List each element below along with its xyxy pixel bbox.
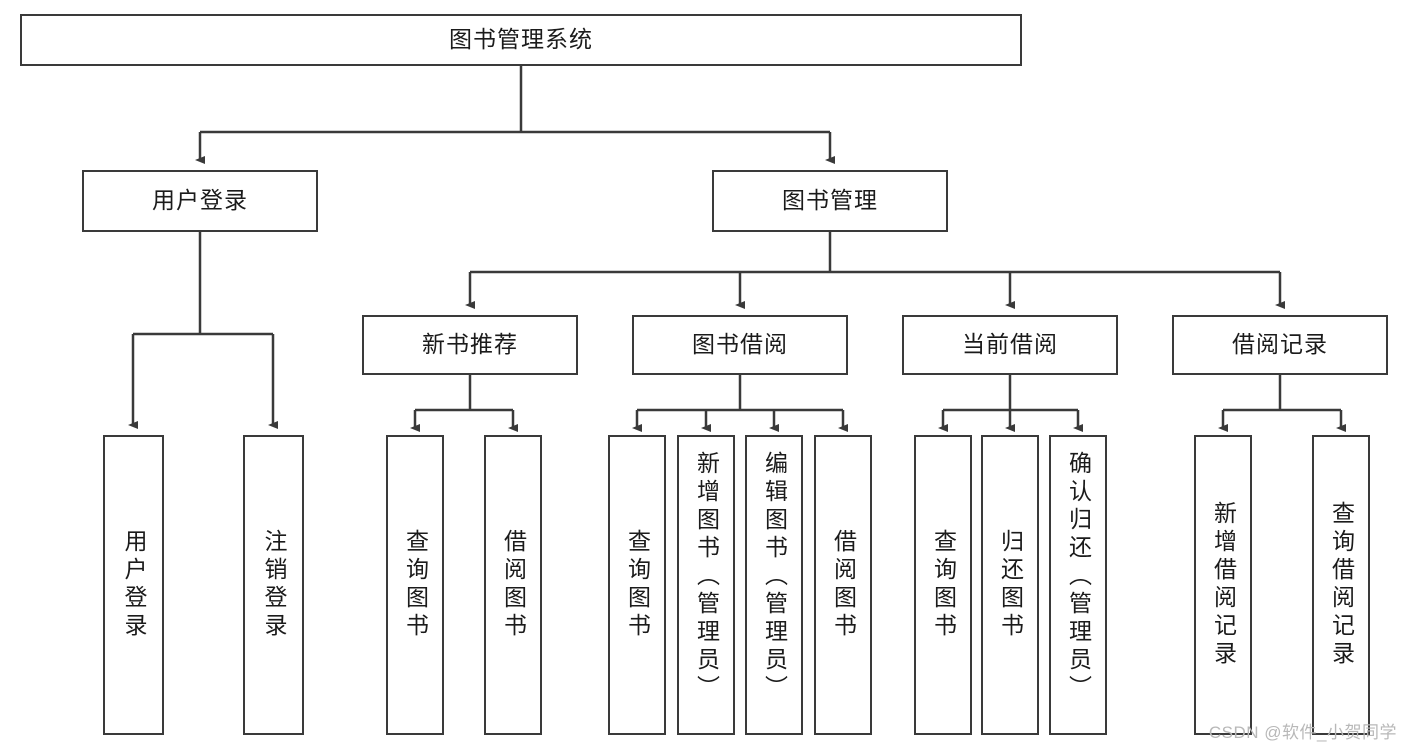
leaf-query-book-2[interactable]: 查询图书 bbox=[608, 435, 666, 735]
leaf-query-record-label: 查询借阅记录 bbox=[1328, 501, 1355, 669]
node-current-borrow[interactable]: 当前借阅 bbox=[902, 315, 1118, 375]
leaf-confirm-return-label: 确认归还（管理员） bbox=[1065, 451, 1092, 703]
node-borrow-record[interactable]: 借阅记录 bbox=[1172, 315, 1388, 375]
leaf-return-book[interactable]: 归还图书 bbox=[981, 435, 1039, 735]
node-new-book-recommend-label: 新书推荐 bbox=[422, 331, 518, 358]
leaf-borrow-book-2-label: 借阅图书 bbox=[830, 529, 857, 641]
leaf-add-record-label: 新增借阅记录 bbox=[1210, 501, 1237, 669]
leaf-user-login[interactable]: 用户登录 bbox=[103, 435, 164, 735]
leaf-user-login-label: 用户登录 bbox=[121, 529, 147, 641]
leaf-user-logout[interactable]: 注销登录 bbox=[243, 435, 304, 735]
leaf-query-book-1[interactable]: 查询图书 bbox=[386, 435, 444, 735]
leaf-borrow-book-1[interactable]: 借阅图书 bbox=[484, 435, 542, 735]
node-book-borrow-label: 图书借阅 bbox=[692, 331, 788, 358]
node-root[interactable]: 图书管理系统 bbox=[20, 14, 1022, 66]
leaf-query-record[interactable]: 查询借阅记录 bbox=[1312, 435, 1370, 735]
leaf-edit-book-label: 编辑图书（管理员） bbox=[761, 451, 788, 703]
node-root-label: 图书管理系统 bbox=[449, 26, 593, 53]
leaf-query-book-1-label: 查询图书 bbox=[402, 529, 429, 641]
leaf-add-book[interactable]: 新增图书（管理员） bbox=[677, 435, 735, 735]
leaf-borrow-book-2[interactable]: 借阅图书 bbox=[814, 435, 872, 735]
leaf-query-book-3-label: 查询图书 bbox=[930, 529, 957, 641]
csdn-watermark: CSDN @软件_小贺同学 bbox=[1208, 723, 1397, 742]
leaf-add-record[interactable]: 新增借阅记录 bbox=[1194, 435, 1252, 735]
node-current-borrow-label: 当前借阅 bbox=[962, 331, 1058, 358]
node-borrow-record-label: 借阅记录 bbox=[1232, 331, 1328, 358]
node-new-book-recommend[interactable]: 新书推荐 bbox=[362, 315, 578, 375]
leaf-query-book-3[interactable]: 查询图书 bbox=[914, 435, 972, 735]
leaf-edit-book[interactable]: 编辑图书（管理员） bbox=[745, 435, 803, 735]
node-book-management[interactable]: 图书管理 bbox=[712, 170, 948, 232]
node-user-login-label: 用户登录 bbox=[152, 187, 248, 214]
node-book-management-label: 图书管理 bbox=[782, 187, 878, 214]
node-book-borrow[interactable]: 图书借阅 bbox=[632, 315, 848, 375]
leaf-confirm-return[interactable]: 确认归还（管理员） bbox=[1049, 435, 1107, 735]
leaf-return-book-label: 归还图书 bbox=[997, 529, 1024, 641]
leaf-borrow-book-1-label: 借阅图书 bbox=[500, 529, 527, 641]
leaf-query-book-2-label: 查询图书 bbox=[624, 529, 651, 641]
leaf-add-book-label: 新增图书（管理员） bbox=[693, 451, 720, 703]
leaf-user-logout-label: 注销登录 bbox=[261, 529, 287, 641]
node-user-login[interactable]: 用户登录 bbox=[82, 170, 318, 232]
